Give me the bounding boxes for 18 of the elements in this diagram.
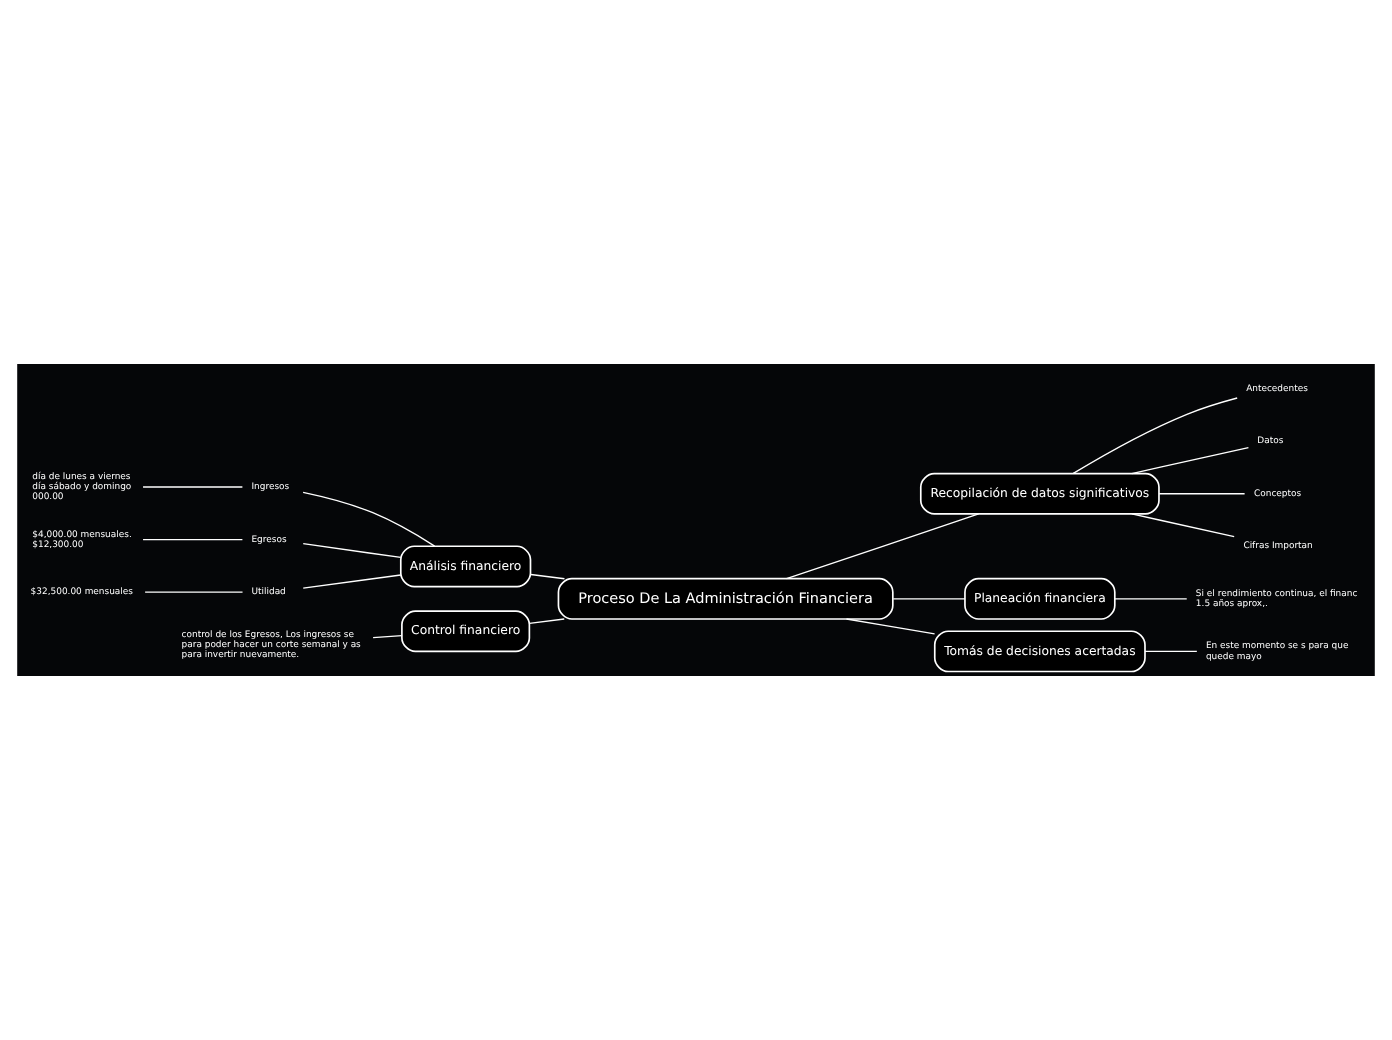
connector	[530, 573, 566, 580]
connector	[1114, 598, 1188, 600]
connector	[1131, 513, 1235, 538]
connector	[1131, 446, 1250, 475]
connector	[302, 543, 402, 559]
connector	[785, 513, 980, 580]
connector	[302, 491, 436, 547]
connector	[892, 598, 966, 600]
connector	[142, 486, 244, 488]
connector	[845, 618, 936, 635]
connector	[372, 635, 403, 639]
connector	[1144, 650, 1198, 653]
connector	[1072, 397, 1238, 475]
connector	[1158, 493, 1246, 495]
connector	[302, 574, 402, 589]
connector	[144, 591, 244, 593]
connector	[142, 538, 244, 541]
connector	[528, 618, 565, 625]
